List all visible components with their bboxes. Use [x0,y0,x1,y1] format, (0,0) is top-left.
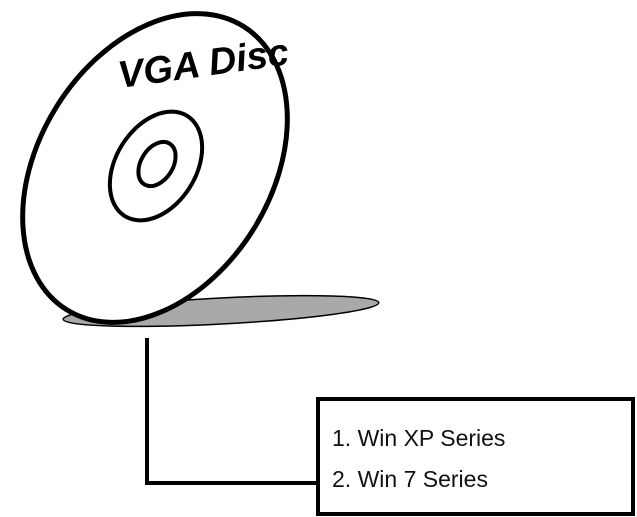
drivers-box-frame [316,397,635,516]
driver-item-win-7: 2. Win 7 Series [332,466,488,492]
disc-middle-ring [107,109,205,223]
drivers-box: 1. Win XP Series 2. Win 7 Series [316,397,635,516]
cd-disc-icon: VGA Disc [20,11,291,325]
driver-item-win-xp: 1. Win XP Series [332,425,505,451]
connector-line [145,338,321,485]
disc-hub-ring [136,139,178,189]
disc-outer-ring [20,11,290,325]
